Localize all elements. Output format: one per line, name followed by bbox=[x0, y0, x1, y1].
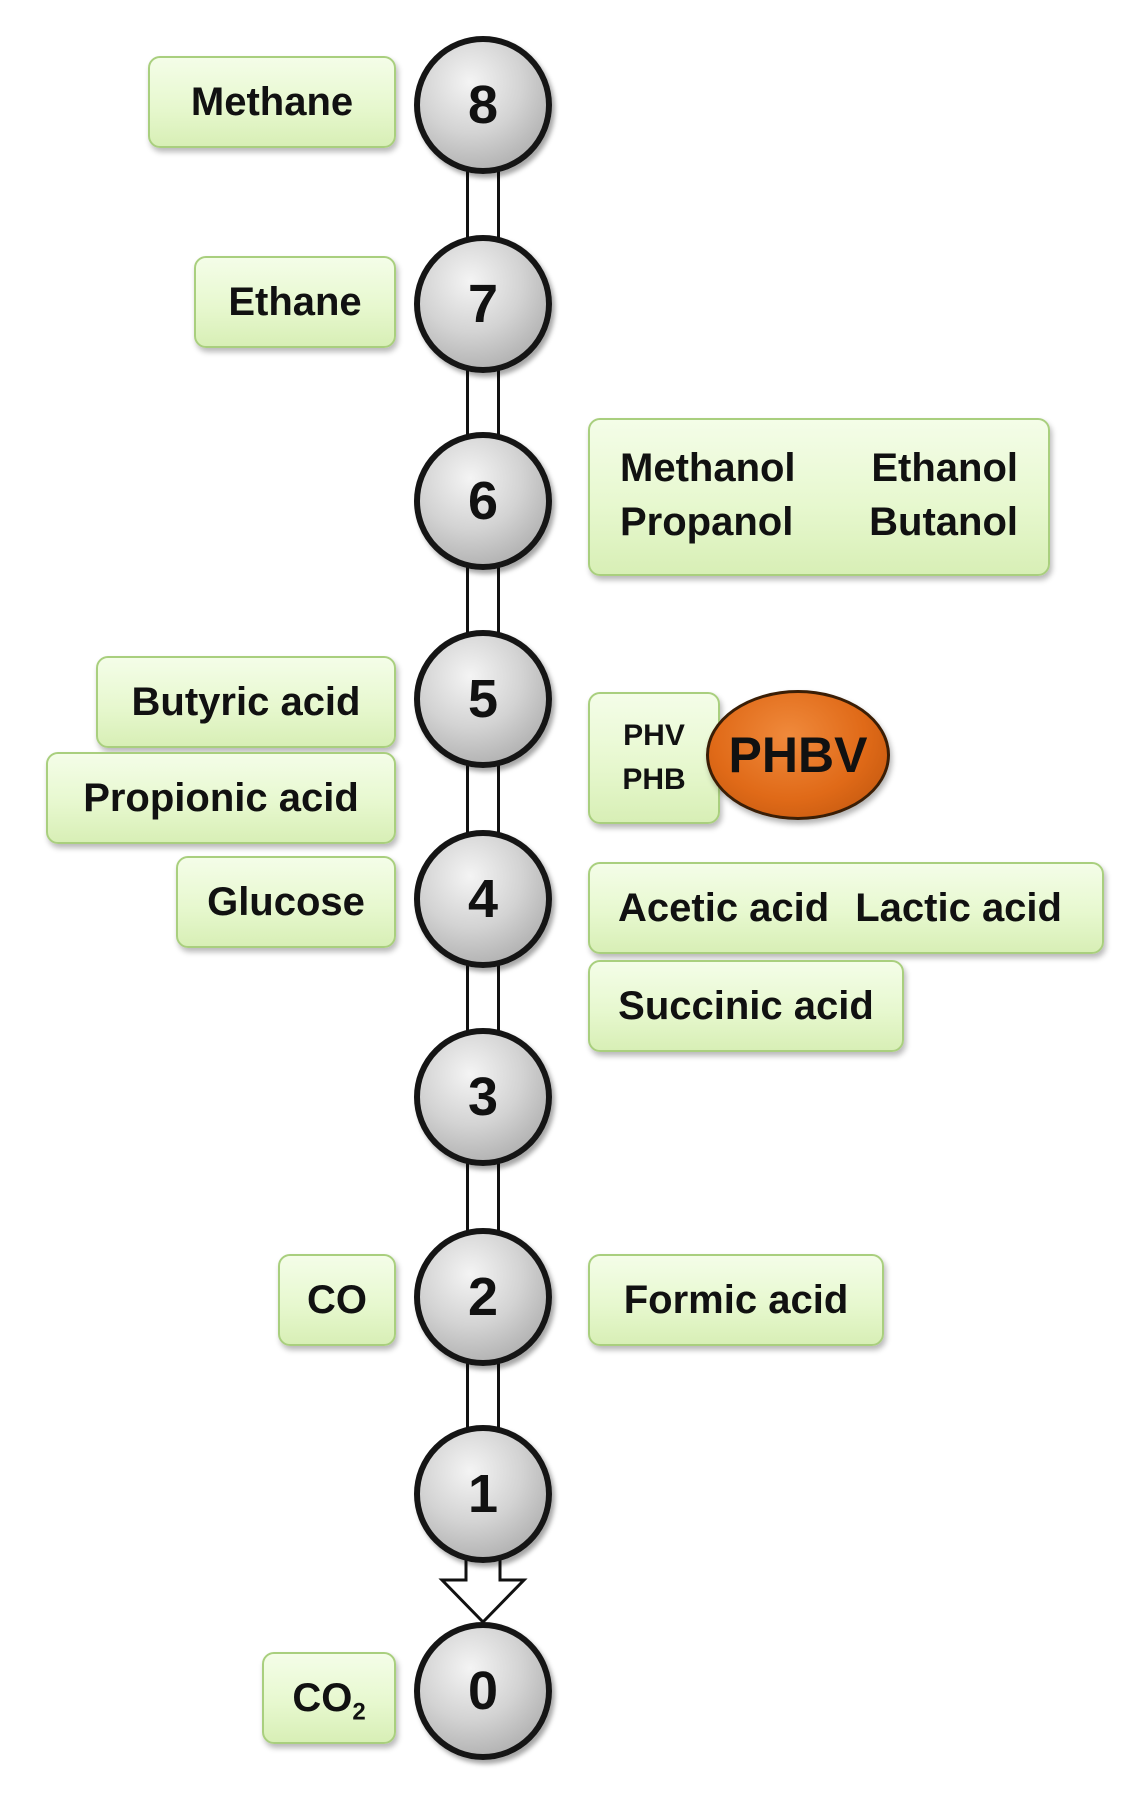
compound-lactic-acid-label: Lactic acid bbox=[855, 885, 1062, 930]
compound-acetic-lactic-acid: Acetic acid Lactic acid bbox=[588, 862, 1104, 954]
oxidation-node-4: 4 bbox=[414, 830, 552, 968]
compound-ethanol-label: Ethanol bbox=[871, 446, 1018, 490]
compound-co: CO bbox=[278, 1254, 396, 1346]
oxidation-node-7: 7 bbox=[414, 235, 552, 373]
compound-glucose-label: Glucose bbox=[207, 879, 365, 924]
oxidation-node-6: 6 bbox=[414, 432, 552, 570]
compound-methanol-label: Methanol bbox=[620, 446, 796, 490]
compound-propanol-label: Propanol bbox=[620, 500, 794, 544]
oxidation-node-1: 1 bbox=[414, 1425, 552, 1563]
oxidation-node-2: 2 bbox=[414, 1228, 552, 1366]
compound-phv-label: PHV bbox=[623, 719, 685, 752]
compound-butyric-acid-label: Butyric acid bbox=[131, 679, 361, 724]
oxidation-node-5: 5 bbox=[414, 630, 552, 768]
oxidation-node-8: 8 bbox=[414, 36, 552, 174]
compound-phv-phb: PHV PHB bbox=[588, 692, 720, 824]
compound-co2-label: CO2 bbox=[292, 1675, 366, 1725]
compound-formic-acid-label: Formic acid bbox=[623, 1277, 849, 1322]
oxidation-node-0: 0 bbox=[414, 1622, 552, 1760]
compound-phb-label: PHB bbox=[622, 763, 686, 796]
compound-phbv: PHBV bbox=[706, 690, 890, 820]
compound-succinic-acid: Succinic acid bbox=[588, 960, 904, 1052]
compound-methane: Methane bbox=[148, 56, 396, 148]
oxidation-node-3: 3 bbox=[414, 1028, 552, 1166]
compound-acetic-acid-label: Acetic acid bbox=[618, 885, 830, 930]
compound-phbv-label: PHBV bbox=[728, 727, 868, 783]
compound-propionic-acid: Propionic acid bbox=[46, 752, 396, 844]
compound-butyric-acid: Butyric acid bbox=[96, 656, 396, 748]
compound-co2: CO2 bbox=[262, 1652, 396, 1744]
compound-formic-acid: Formic acid bbox=[588, 1254, 884, 1346]
compound-glucose: Glucose bbox=[176, 856, 396, 948]
compound-ethane-label: Ethane bbox=[228, 279, 362, 324]
compound-butanol-label: Butanol bbox=[869, 500, 1018, 544]
compound-co-label: CO bbox=[307, 1277, 367, 1322]
compound-alcohols: Methanol Ethanol Propanol Butanol bbox=[588, 418, 1050, 576]
compound-propionic-acid-label: Propionic acid bbox=[83, 775, 359, 820]
compound-succinic-acid-label: Succinic acid bbox=[618, 983, 874, 1028]
compound-ethane: Ethane bbox=[194, 256, 396, 348]
compound-methane-label: Methane bbox=[190, 79, 354, 124]
